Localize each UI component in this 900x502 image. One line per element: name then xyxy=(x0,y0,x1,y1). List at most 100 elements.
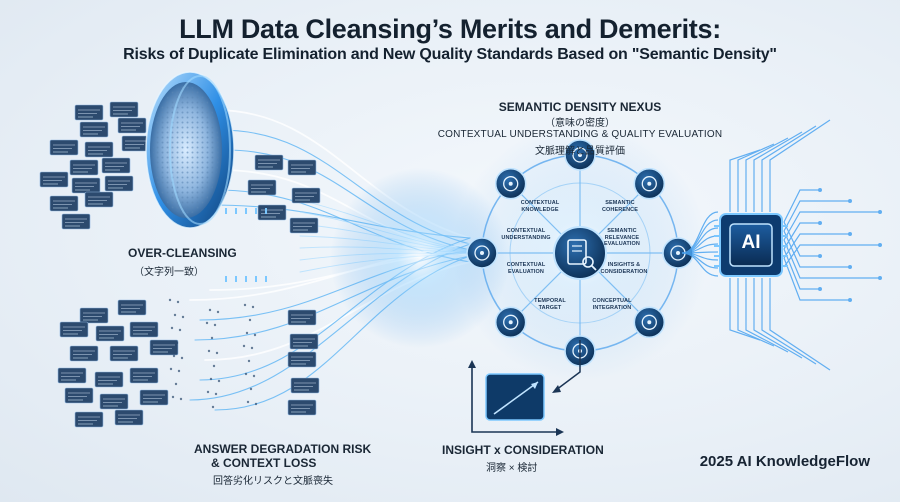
document-card xyxy=(74,104,104,121)
risk-label-line1: ANSWER DEGRADATION RISK xyxy=(194,442,372,456)
document-card xyxy=(289,333,319,350)
risk-label-ja: 回答劣化リスクと文脈喪失 xyxy=(213,476,333,487)
document-card xyxy=(57,367,87,384)
insight-label: INSIGHT x CONSIDERATION xyxy=(442,443,604,457)
document-card xyxy=(64,387,94,404)
data-dot xyxy=(251,305,255,309)
data-dot xyxy=(213,323,217,327)
data-dot xyxy=(215,351,219,355)
over-cleansing-label-ja: （文字列一致） xyxy=(134,267,204,278)
document-card xyxy=(95,325,125,342)
data-dot xyxy=(244,372,248,376)
document-card xyxy=(291,187,321,204)
nexus-outer-node xyxy=(662,237,694,269)
data-dot xyxy=(248,318,252,322)
data-dot xyxy=(253,333,257,337)
document-card xyxy=(117,299,147,316)
document-card xyxy=(290,377,320,394)
data-dot xyxy=(169,367,173,371)
data-dot xyxy=(243,303,247,307)
document-card xyxy=(129,367,159,384)
insight-chart-icon xyxy=(468,340,581,436)
document-card xyxy=(84,141,114,158)
document-card xyxy=(61,213,91,230)
data-dot xyxy=(210,336,214,340)
nexus-outer-node xyxy=(633,306,666,339)
data-dot xyxy=(209,377,213,381)
document-card xyxy=(59,321,89,338)
document-card xyxy=(139,389,169,406)
document-card xyxy=(69,345,99,362)
data-dot xyxy=(168,298,172,302)
document-card xyxy=(101,157,131,174)
nexus-title: SEMANTIC DENSITY NEXUS xyxy=(498,100,662,114)
nexus-subtitle-ja: 文脈理解と品質評価 xyxy=(535,146,625,157)
page-subtitle: Risks of Duplicate Elimination and New Q… xyxy=(123,46,777,63)
data-dot xyxy=(254,402,258,406)
nexus-outer-node xyxy=(564,139,596,171)
document-card xyxy=(84,191,114,208)
document-card xyxy=(94,371,124,388)
document-card xyxy=(287,351,317,368)
document-card xyxy=(49,195,79,212)
data-dot xyxy=(175,341,179,345)
data-dot xyxy=(181,315,185,319)
data-dot xyxy=(173,313,177,317)
data-dot xyxy=(246,400,250,404)
insight-label-ja: 洞察 × 検討 xyxy=(486,463,538,474)
document-card xyxy=(49,139,79,156)
data-dot xyxy=(214,392,218,396)
ai-chip-icon xyxy=(225,208,788,282)
node-label-insights-consideration: INSIGHTS &CONSIDERATION xyxy=(600,262,648,275)
data-dot xyxy=(217,379,221,383)
document-card xyxy=(287,399,317,416)
circuit-traces xyxy=(681,119,882,371)
document-card xyxy=(287,309,317,326)
data-dot xyxy=(245,331,249,335)
nexus-outer-node xyxy=(494,167,527,200)
page-title: LLM Data Cleansing’s Merits and Demerits… xyxy=(179,14,721,44)
data-dot xyxy=(178,328,182,332)
document-card xyxy=(104,175,134,192)
risk-label-line2: & CONTEXT LOSS xyxy=(211,456,317,470)
document-card xyxy=(287,159,317,176)
data-dot xyxy=(247,359,251,363)
data-dot xyxy=(212,364,216,368)
document-card xyxy=(39,171,69,188)
brand-watermark: 2025 AI KnowledgeFlow xyxy=(699,453,870,470)
document-card xyxy=(117,117,147,134)
ai-chip-label: AI xyxy=(741,232,761,253)
document-card xyxy=(79,121,109,138)
data-dot xyxy=(252,374,256,378)
document-card xyxy=(74,411,104,428)
data-dot xyxy=(171,395,175,399)
document-card xyxy=(109,345,139,362)
document-card xyxy=(69,159,99,176)
data-dot xyxy=(249,387,253,391)
data-dot xyxy=(177,369,181,373)
data-dot xyxy=(250,346,254,350)
data-dot xyxy=(205,321,209,325)
data-dot xyxy=(242,344,246,348)
document-card xyxy=(247,179,277,196)
document-cards xyxy=(39,101,321,428)
document-card xyxy=(114,409,144,426)
data-dot xyxy=(170,326,174,330)
document-card xyxy=(109,101,139,118)
data-dot xyxy=(174,382,178,386)
document-card xyxy=(121,135,151,152)
data-dot xyxy=(211,405,215,409)
data-dot xyxy=(208,308,212,312)
nexus-outer-node xyxy=(494,306,527,339)
center-document-icon xyxy=(553,226,607,280)
document-card xyxy=(257,204,287,221)
data-dot xyxy=(176,300,180,304)
nexus-outer-node xyxy=(466,237,498,269)
nexus-title-ja: （意味の密度） xyxy=(545,118,615,129)
